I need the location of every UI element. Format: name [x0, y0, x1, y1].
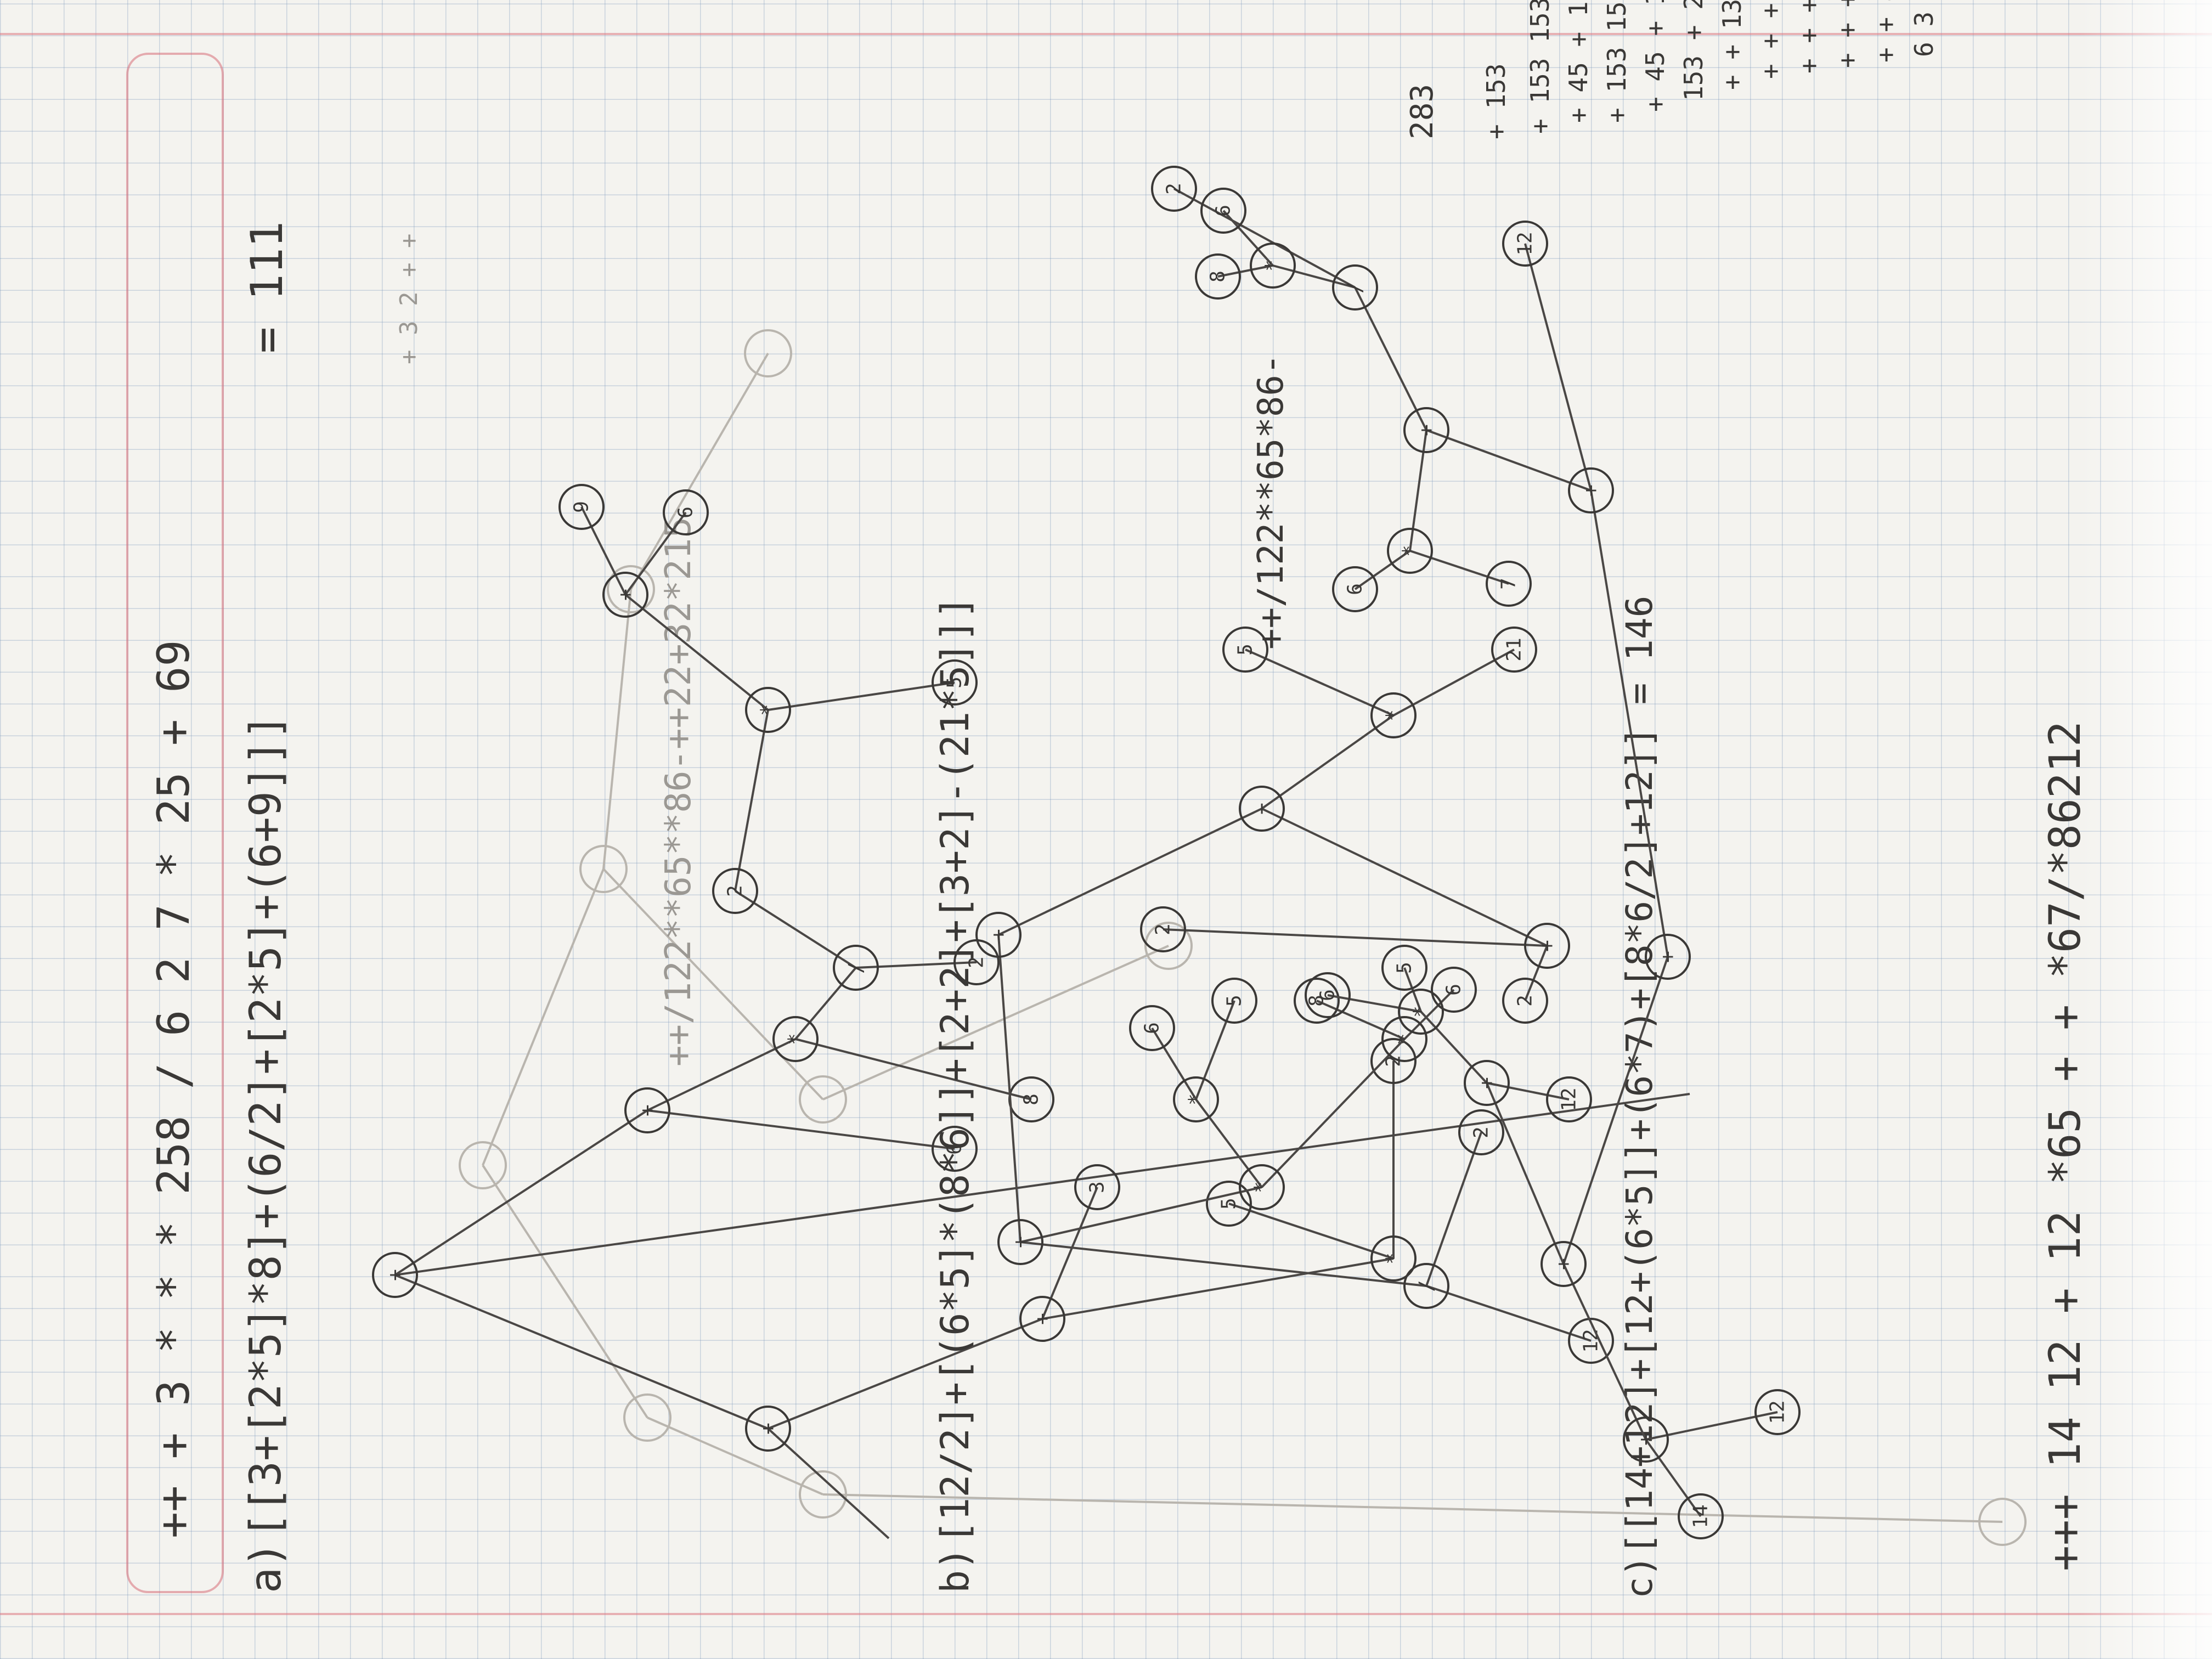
svg-text:14: 14	[1690, 1504, 1712, 1528]
side-note-line: + + 8 3 6 1 1	[1871, 0, 1900, 63]
svg-text:6: 6	[944, 1143, 966, 1155]
svg-text:5: 5	[1234, 644, 1257, 656]
svg-text:5: 5	[1223, 995, 1246, 1007]
page-number: 283	[1404, 83, 1440, 139]
svg-text:/: /	[845, 962, 867, 974]
svg-text:9: 9	[571, 501, 593, 513]
svg-text:2: 2	[1514, 995, 1537, 1007]
svg-text:2: 2	[1383, 1055, 1405, 1067]
svg-text:*: *	[1185, 1093, 1207, 1105]
svg-text:+: +	[1415, 424, 1438, 436]
svg-text:+: +	[1553, 1258, 1575, 1270]
svg-text:+: +	[757, 1423, 780, 1435]
side-note-line: + 153 153 + 36 + 30 6	[1602, 0, 1632, 123]
svg-text:+: +	[614, 589, 637, 601]
svg-text:6: 6	[675, 506, 697, 518]
svg-text:*: *	[1251, 1181, 1273, 1193]
svg-text:6: 6	[1344, 583, 1367, 595]
side-note-line: + + + 8 3 21 * 10 6	[1832, 0, 1862, 68]
svg-text:2: 2	[966, 956, 988, 968]
svg-text:6: 6	[1443, 984, 1465, 996]
svg-text:*: *	[757, 704, 780, 716]
side-note-line: + + + 21 + 12 12 + 10	[1756, 0, 1785, 79]
svg-text:8: 8	[1207, 270, 1229, 283]
svg-text:+: +	[1536, 940, 1559, 952]
svg-text:6: 6	[1141, 1022, 1164, 1034]
svg-text:12: 12	[1558, 1087, 1581, 1111]
svg-text:*: *	[1393, 1033, 1416, 1045]
svg-text:8: 8	[1020, 1093, 1043, 1105]
svg-text:12: 12	[1514, 232, 1537, 255]
svg-text:5: 5	[1393, 962, 1416, 974]
svg-text:12: 12	[1767, 1400, 1789, 1424]
svg-text:+: +	[1476, 1077, 1498, 1089]
svg-text:+: +	[1031, 1313, 1054, 1325]
svg-text:+: +	[1009, 1236, 1032, 1248]
svg-text:5: 5	[944, 676, 966, 689]
svg-text:2: 2	[1152, 923, 1175, 935]
svg-text:+: +	[988, 929, 1010, 941]
svg-text:7: 7	[1498, 578, 1520, 590]
svg-text:/: /	[1415, 1280, 1438, 1292]
svg-text:+: +	[1580, 484, 1602, 496]
page-edge-glare	[2080, 0, 2212, 1659]
svg-text:−: −	[1251, 803, 1273, 815]
svg-text:6: 6	[1317, 989, 1339, 1001]
svg-text:/: /	[1344, 281, 1367, 294]
side-note-line: + + + 21 * 10 * 6 5	[1794, 0, 1824, 74]
side-note-line: + 45 + 153 + 2 + 27 *	[1640, 0, 1670, 112]
svg-text:2: 2	[1163, 183, 1186, 195]
side-note-line: + 153	[1481, 63, 1511, 139]
svg-text:*: *	[1399, 545, 1421, 557]
svg-text:*: *	[1383, 1252, 1405, 1265]
svg-text:3: 3	[1086, 1181, 1109, 1193]
svg-text:*: *	[1383, 709, 1405, 721]
svg-text:+: +	[636, 1104, 659, 1116]
svg-text:6: 6	[1212, 205, 1235, 217]
svg-text:+: +	[1657, 951, 1679, 963]
faint-top-note: + 3 2 + +	[395, 233, 423, 364]
svg-text:*: *	[785, 1033, 807, 1045]
svg-text:2: 2	[724, 885, 747, 897]
side-note-line: 6 3	[1909, 11, 1939, 57]
side-note-line: + 45 + 153 153 + 154	[1564, 0, 1593, 123]
svg-text:+: +	[1635, 1434, 1657, 1446]
svg-text:+: +	[384, 1269, 407, 1281]
svg-text:21: 21	[1503, 637, 1526, 661]
svg-text:8: 8	[1306, 995, 1328, 1007]
side-note-line: 153 + 2 + 13 = 45	[1679, 0, 1708, 101]
side-note-line: + 153 153 113 +13 17	[1525, 0, 1555, 134]
svg-text:*: *	[1262, 259, 1284, 272]
svg-text:2: 2	[1470, 1126, 1493, 1138]
svg-text:5: 5	[1218, 1198, 1240, 1210]
svg-text:*: *	[1410, 1006, 1432, 1018]
side-note-line: + + 13 + + 13 11 11	[1717, 0, 1747, 90]
